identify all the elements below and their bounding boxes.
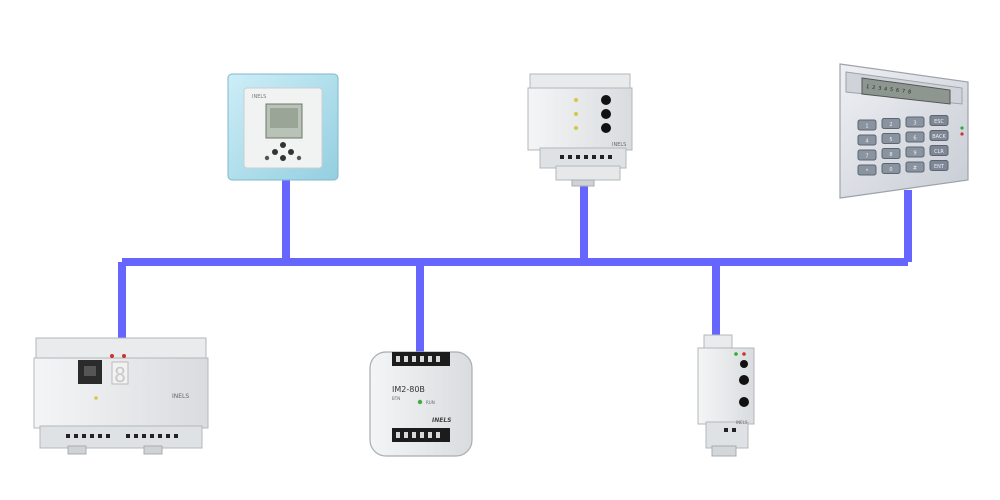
keypad-key[interactable] bbox=[929, 145, 949, 156]
keypad-key-label: # bbox=[913, 166, 917, 172]
keypad-key[interactable] bbox=[881, 118, 901, 129]
flush-input-module-icon: IM2-80B BTN RUN INELS bbox=[369, 351, 473, 457]
keypad-key[interactable] bbox=[905, 131, 925, 143]
keypad-key-label: CLR bbox=[934, 149, 944, 155]
keypad-key[interactable] bbox=[929, 130, 949, 141]
central-unit-digit: 8 bbox=[114, 363, 126, 387]
input-module-brand-label: INELS bbox=[432, 417, 452, 424]
keypad-key-grid[interactable]: 1 2 3 ESC 4 5 6 BACK 7 8 9 CLR * 0 # ENT bbox=[857, 115, 949, 176]
keypad-key-label: 5 bbox=[889, 137, 892, 143]
keypad-key[interactable] bbox=[905, 161, 925, 173]
keypad-control-panel-icon[interactable]: 1 2 3 4 5 6 7 8 1 2 3 ESC 4 5 6 BACK 7 8 9 CLR * 0 # EN… bbox=[839, 63, 969, 199]
narrow-actuator-brand-label: INELS bbox=[736, 420, 748, 425]
keypad-key-label: 4 bbox=[865, 139, 868, 145]
keypad-key[interactable] bbox=[857, 134, 877, 146]
keypad-screen-text: 1 2 3 4 5 6 7 8 bbox=[866, 84, 912, 95]
input-module-led-label: RUN bbox=[426, 400, 435, 405]
din-rail-central-unit-icon: 8 INELS bbox=[33, 337, 209, 455]
keypad-key[interactable] bbox=[905, 146, 925, 158]
bus-lines bbox=[118, 180, 912, 352]
keypad-key-label: 1 bbox=[865, 124, 868, 130]
input-module-sub-label: BTN bbox=[392, 396, 400, 401]
keypad-key[interactable] bbox=[929, 160, 949, 171]
keypad-key-label: 0 bbox=[889, 167, 892, 173]
din-rail-relay-icon: INELS bbox=[527, 73, 633, 187]
keypad-key[interactable] bbox=[929, 115, 949, 126]
keypad-key-label: 8 bbox=[889, 152, 892, 158]
keypad-key[interactable] bbox=[857, 164, 877, 176]
keypad-key-label: * bbox=[866, 169, 869, 175]
touch-thermostat-icon[interactable]: INELS bbox=[227, 73, 339, 181]
keypad-key[interactable] bbox=[857, 119, 877, 131]
central-unit-brand-label: INELS bbox=[172, 393, 189, 400]
keypad-key[interactable] bbox=[881, 148, 901, 159]
keypad-key-label: ESC bbox=[934, 119, 944, 125]
input-module-model-label: IM2-80B bbox=[392, 385, 425, 394]
thermostat-brand-label: INELS bbox=[252, 94, 266, 100]
keypad-key-label: 3 bbox=[913, 121, 916, 127]
keypad-key[interactable] bbox=[881, 163, 901, 174]
keypad-key-label: ENT bbox=[934, 164, 945, 170]
keypad-key-label: 9 bbox=[913, 151, 916, 157]
keypad-key-label: BACK bbox=[932, 134, 946, 140]
keypad-key-label: 6 bbox=[913, 136, 916, 142]
keypad-key-label: 7 bbox=[865, 154, 868, 160]
keypad-key-label: 2 bbox=[889, 122, 892, 128]
din-rail-narrow-actuator-icon: INELS bbox=[697, 334, 755, 457]
din-relay-brand-label: INELS bbox=[612, 142, 626, 148]
keypad-key[interactable] bbox=[881, 133, 901, 144]
keypad-key[interactable] bbox=[857, 149, 877, 161]
keypad-key[interactable] bbox=[905, 116, 925, 128]
